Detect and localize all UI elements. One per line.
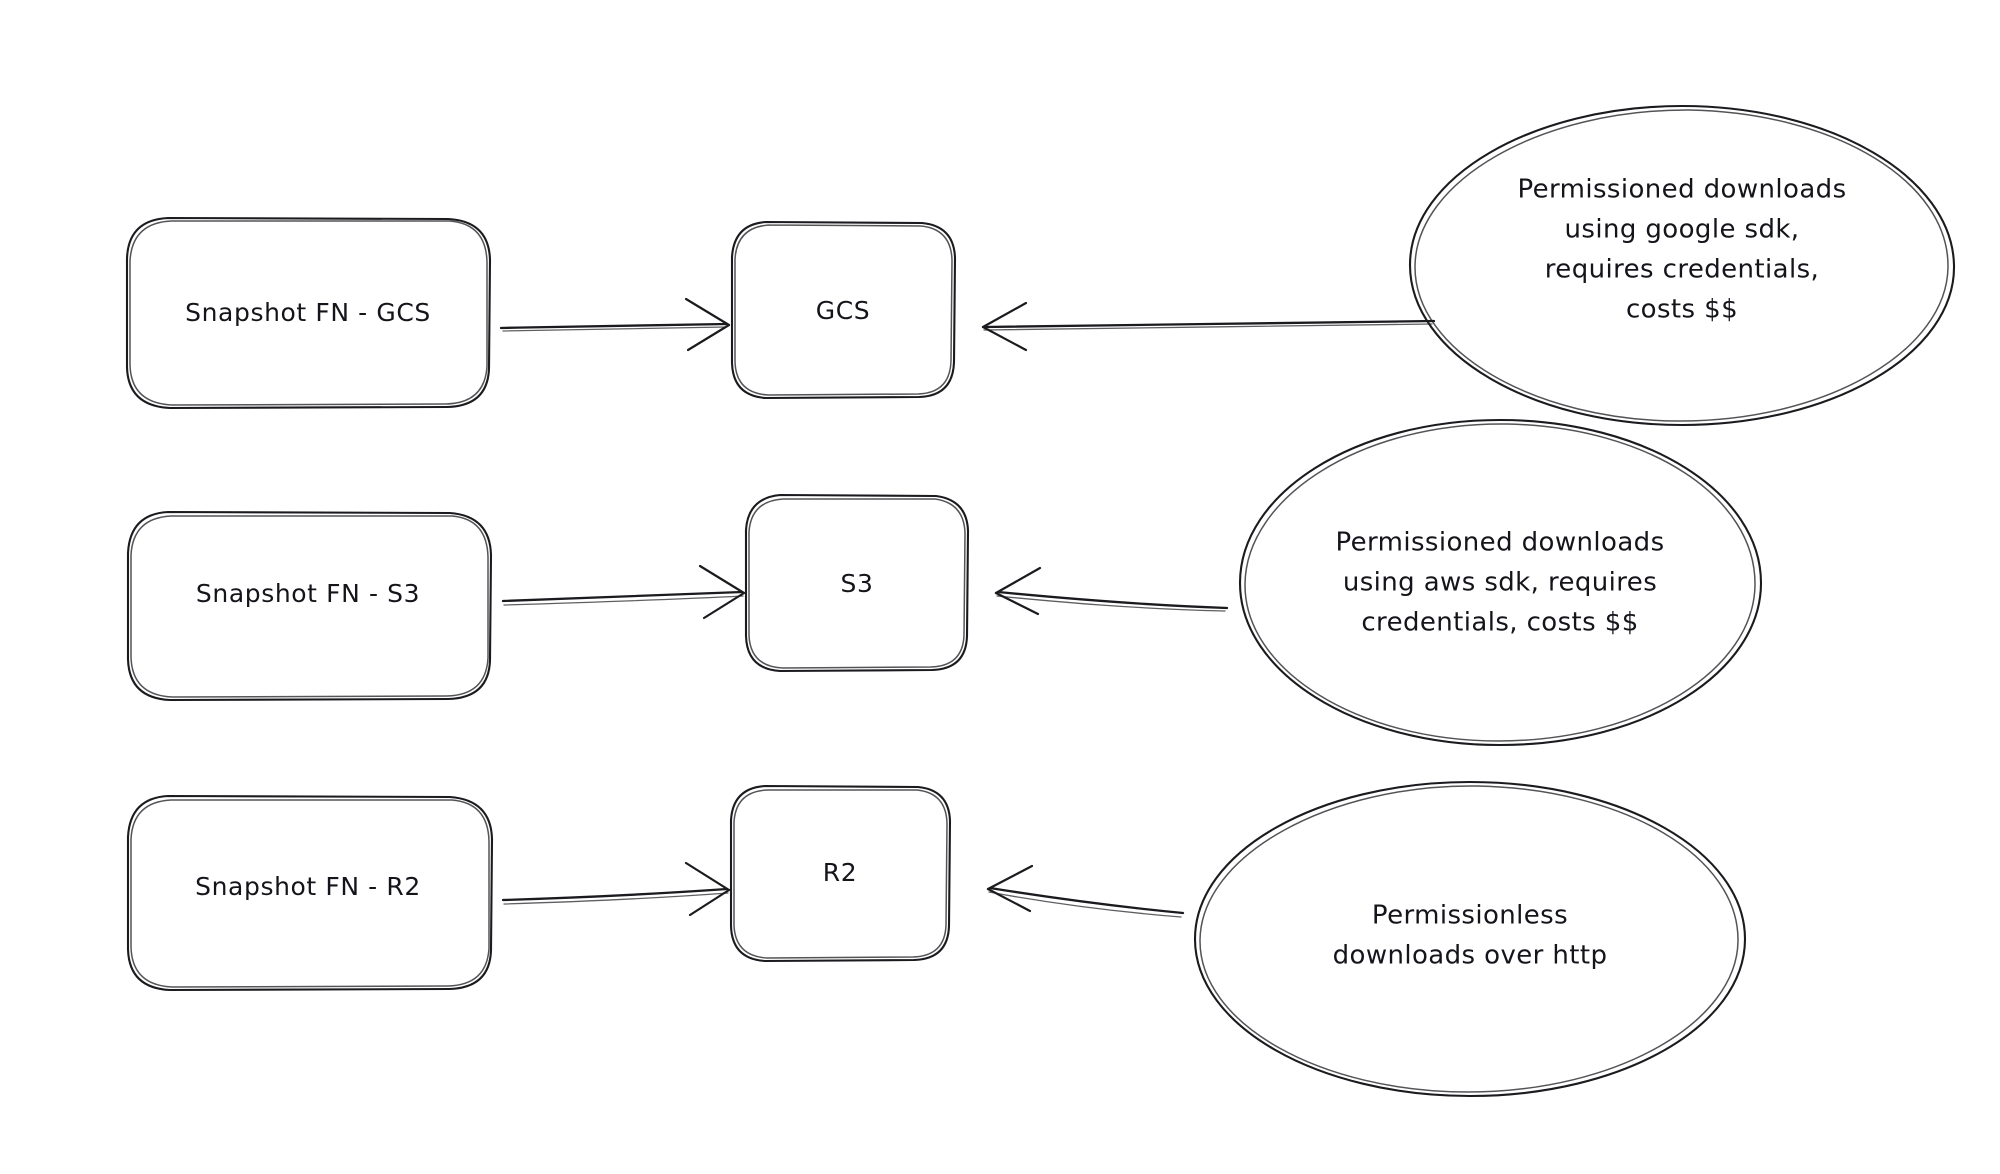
- note-line-r2-1: Permissionless: [1372, 901, 1568, 931]
- note-line-s3-1: Permissioned downloads: [1335, 528, 1664, 558]
- edge-s3-write: [501, 564, 746, 620]
- edge-gcs-write: [499, 297, 731, 352]
- node-label-snapshot-fn-s3: Snapshot FN - S3: [196, 579, 420, 608]
- edge-s3-read: [994, 566, 1229, 616]
- note-line-gcs-3: requires credentials,: [1545, 255, 1819, 285]
- note-s3[interactable]: Permissioned downloads using aws sdk, re…: [1238, 418, 1763, 747]
- node-label-gcs: GCS: [816, 296, 871, 325]
- node-snapshot-fn-s3[interactable]: Snapshot FN - S3: [126, 510, 493, 702]
- note-r2[interactable]: Permissionless downloads over http: [1193, 780, 1747, 1098]
- node-snapshot-fn-r2[interactable]: Snapshot FN - R2: [126, 794, 494, 992]
- note-line-gcs-2: using google sdk,: [1565, 215, 1800, 245]
- edge-gcs-read: [981, 301, 1436, 352]
- note-line-gcs-4: costs $$: [1626, 295, 1738, 325]
- note-line-gcs-1: Permissioned downloads: [1517, 175, 1846, 205]
- note-line-r2-2: downloads over http: [1333, 941, 1608, 971]
- note-line-s3-3: credentials, costs $$: [1361, 608, 1638, 638]
- node-r2[interactable]: R2: [729, 784, 952, 963]
- node-label-s3: S3: [841, 569, 874, 598]
- node-label-snapshot-fn-r2: Snapshot FN - R2: [195, 872, 421, 901]
- note-line-s3-2: using aws sdk, requires: [1343, 568, 1657, 598]
- node-label-r2: R2: [823, 858, 857, 887]
- note-gcs[interactable]: Permissioned downloads using google sdk,…: [1408, 104, 1956, 427]
- edge-r2-write: [501, 861, 731, 917]
- node-s3[interactable]: S3: [744, 493, 970, 673]
- edge-r2-read: [986, 864, 1185, 918]
- node-gcs[interactable]: GCS: [730, 220, 957, 400]
- node-label-snapshot-fn-gcs: Snapshot FN - GCS: [185, 298, 431, 327]
- node-snapshot-fn-gcs[interactable]: Snapshot FN - GCS: [125, 216, 492, 410]
